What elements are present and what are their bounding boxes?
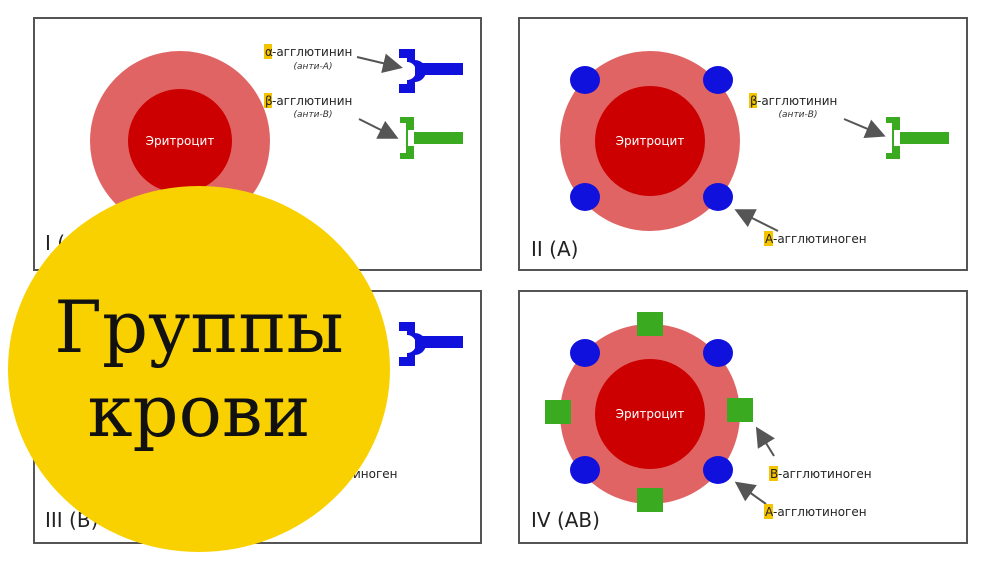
b-agglutinogen-partial-label: тиноген [346,467,398,481]
panel-3-diagram: тиноген [346,322,463,481]
highlight-beta [264,93,272,108]
anti-b-stem [414,132,463,144]
panel-4-diagram: Эритроцит В -агглютиноген А -агглютиноге… [545,312,872,519]
arrow-a-agglutinogen [734,209,779,232]
a-letter: А [765,232,774,246]
antigen-b-icon [727,398,753,422]
highlight-a [764,231,773,246]
panel-group-2: Эритроцит β -агглютинин (анти-В) А -аггл… [518,17,968,271]
highlight-beta [749,93,757,108]
erythrocyte-inner [595,86,705,196]
title-badge [8,186,390,552]
b-agglutinogen-label: -агглютиноген [778,467,872,481]
arrow-alpha [356,53,403,74]
a-agglutinogen-label: -агглютиноген [773,232,867,246]
anti-b-stem [900,132,949,144]
antigen-a-icon [703,456,733,484]
beta-agglutinin-label: -агглютинин [757,94,837,108]
arrow-beta [358,118,399,139]
alpha-greek: α [265,45,273,59]
antigen-a-icon [703,66,733,94]
erythrocyte-label: Эритроцит [616,407,685,421]
alpha-agglutinin-label: -агглютинин [272,45,352,59]
anti-a-stem [415,336,463,348]
erythrocyte-label: Эритроцит [616,134,685,148]
panel-1-diagram: Эритроцит α -агглютинин (анти-А) β -аггл… [90,44,463,231]
b-letter: В [770,467,778,481]
antigen-a-icon [570,183,600,211]
anti-b-antibody-icon [886,117,900,159]
panel-group-4: Эритроцит В -агглютиноген А -агглютиноге… [518,290,968,544]
arrow-a-agglutinogen [734,481,767,505]
beta-greek: β [265,94,273,108]
antigen-a-icon [703,183,733,211]
highlight-alpha [264,44,272,59]
antigen-b-icon [637,488,663,512]
antigen-b-icon [637,312,663,336]
panel-2-diagram: Эритроцит β -агглютинин (анти-В) А -аггл… [560,51,949,246]
beta-greek: β [750,94,758,108]
title-line-2: крови [87,369,311,453]
highlight-b [769,466,778,481]
panel-2-label: II (A) [531,237,579,261]
beta-agglutinin-label: -агглютинин [272,94,352,108]
arrow-beta [843,118,886,139]
arrow-b-agglutinogen [755,426,775,457]
erythrocyte-inner [595,359,705,469]
beta-sub-label: (анти-В) [779,110,818,120]
antigen-b-icon [545,400,571,424]
erythrocyte-inner [128,89,232,193]
anti-a-stem [415,63,463,75]
antigen-a-icon [703,339,733,367]
antigen-a-icon [570,339,600,367]
a-agglutinogen-label: -агглютиноген [773,505,867,519]
highlight-a [764,504,773,519]
antigen-a-icon [570,66,600,94]
erythrocyte-label: Эритроцит [146,134,215,148]
anti-b-antibody-icon [400,117,414,159]
beta-sub-label: (анти-В) [294,110,333,120]
alpha-sub-label: (анти-А) [294,62,333,72]
a-letter: А [765,505,774,519]
title-badge-text: Группы крови [8,186,390,552]
panel-4-label: IV (AB) [531,508,600,532]
antigen-a-icon [570,456,600,484]
title-line-1: Группы [54,285,344,369]
